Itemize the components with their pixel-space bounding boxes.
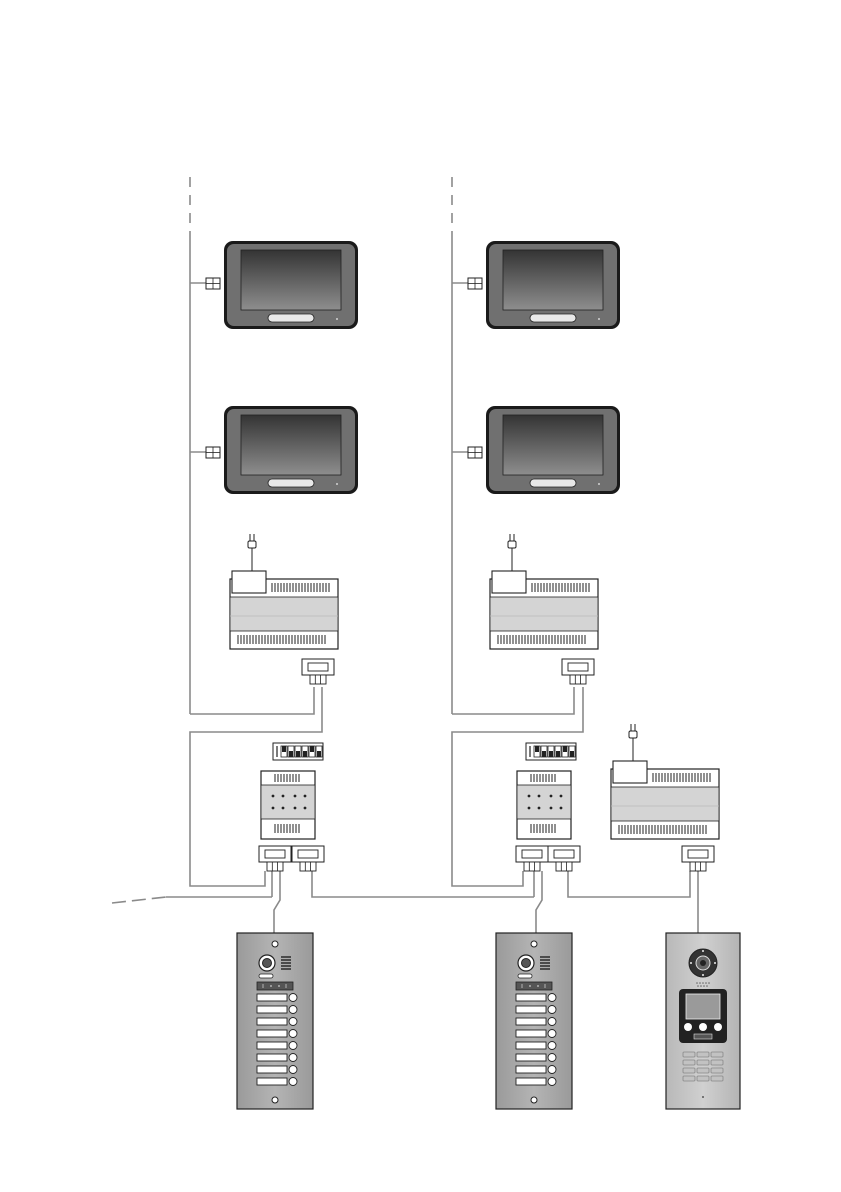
door-right-feed — [536, 871, 542, 933]
dip-switch-left — [273, 743, 323, 760]
power-supply-right — [490, 534, 598, 649]
tap-connector-right-1 — [452, 278, 482, 289]
power-supply-extra — [611, 724, 719, 839]
power-supply-left — [230, 534, 338, 649]
distributor-terminal-left-a — [259, 846, 291, 871]
monitor-left-1 — [224, 241, 358, 329]
bus-link — [312, 871, 534, 897]
tap-connector-right-2 — [452, 447, 482, 458]
psu-terminal-right — [562, 659, 594, 684]
riser-right-return — [452, 687, 574, 714]
monitor-right-1 — [486, 241, 620, 329]
column-right — [452, 241, 620, 1109]
distributor-terminal-left-b — [292, 846, 324, 871]
psu-terminal-left — [302, 659, 334, 684]
nav-button-left — [684, 1023, 692, 1031]
distributor-terminal-right-b — [548, 846, 580, 871]
psu-terminal-extra — [682, 846, 714, 871]
door-station-right — [496, 933, 572, 1109]
monitor-right-2 — [486, 406, 620, 494]
distributor-left — [261, 771, 315, 839]
distributor-terminal-right-a — [516, 846, 548, 871]
door-station-keypad — [666, 933, 740, 1109]
monitor-left-2 — [224, 406, 358, 494]
display-screen — [686, 994, 720, 1019]
bus-to-extra — [568, 871, 690, 897]
door-station-left — [237, 933, 313, 1109]
column-left — [190, 241, 358, 1109]
riser-left-return — [190, 687, 314, 714]
nav-button-right — [714, 1023, 722, 1031]
distributor-right — [517, 771, 571, 839]
tap-connector-left-2 — [190, 447, 220, 458]
column-extra — [611, 724, 740, 1109]
door-left-feed — [274, 871, 280, 933]
bus-incoming-dashed — [112, 897, 166, 903]
dip-switch-right — [526, 743, 576, 760]
nav-button-center — [699, 1023, 707, 1031]
tap-connector-left-1 — [190, 278, 220, 289]
